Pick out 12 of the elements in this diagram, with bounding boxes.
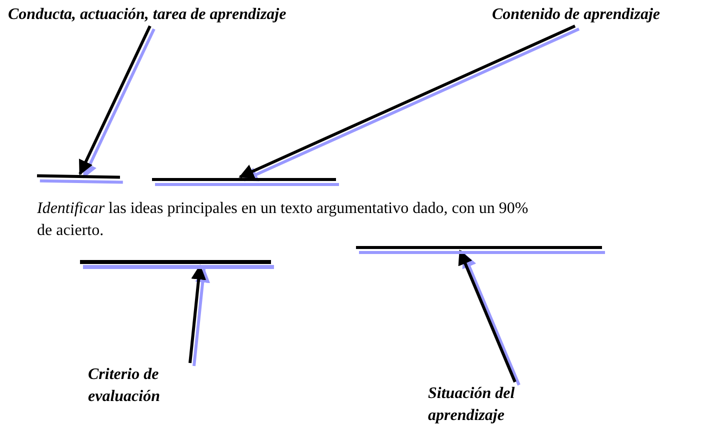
arrow [238, 24, 576, 178]
arrow [78, 25, 152, 176]
underline-bar [356, 246, 602, 249]
underline-bar [152, 178, 336, 181]
underline-bar [36, 174, 120, 179]
underline-bar [80, 260, 271, 264]
callout-label: Conducta, actuación, tarea de aprendizaje [8, 4, 308, 26]
arrow [458, 250, 516, 383]
callout-label: Contenido de aprendizaje [492, 4, 707, 26]
callout-label: Situación del aprendizaje [428, 383, 568, 427]
callout-label: Criterio de evaluación [88, 364, 208, 408]
example-sentence: Identificar las ideas principales en un texto argumentativo dado, con un 90% de acierto. [37, 199, 530, 241]
